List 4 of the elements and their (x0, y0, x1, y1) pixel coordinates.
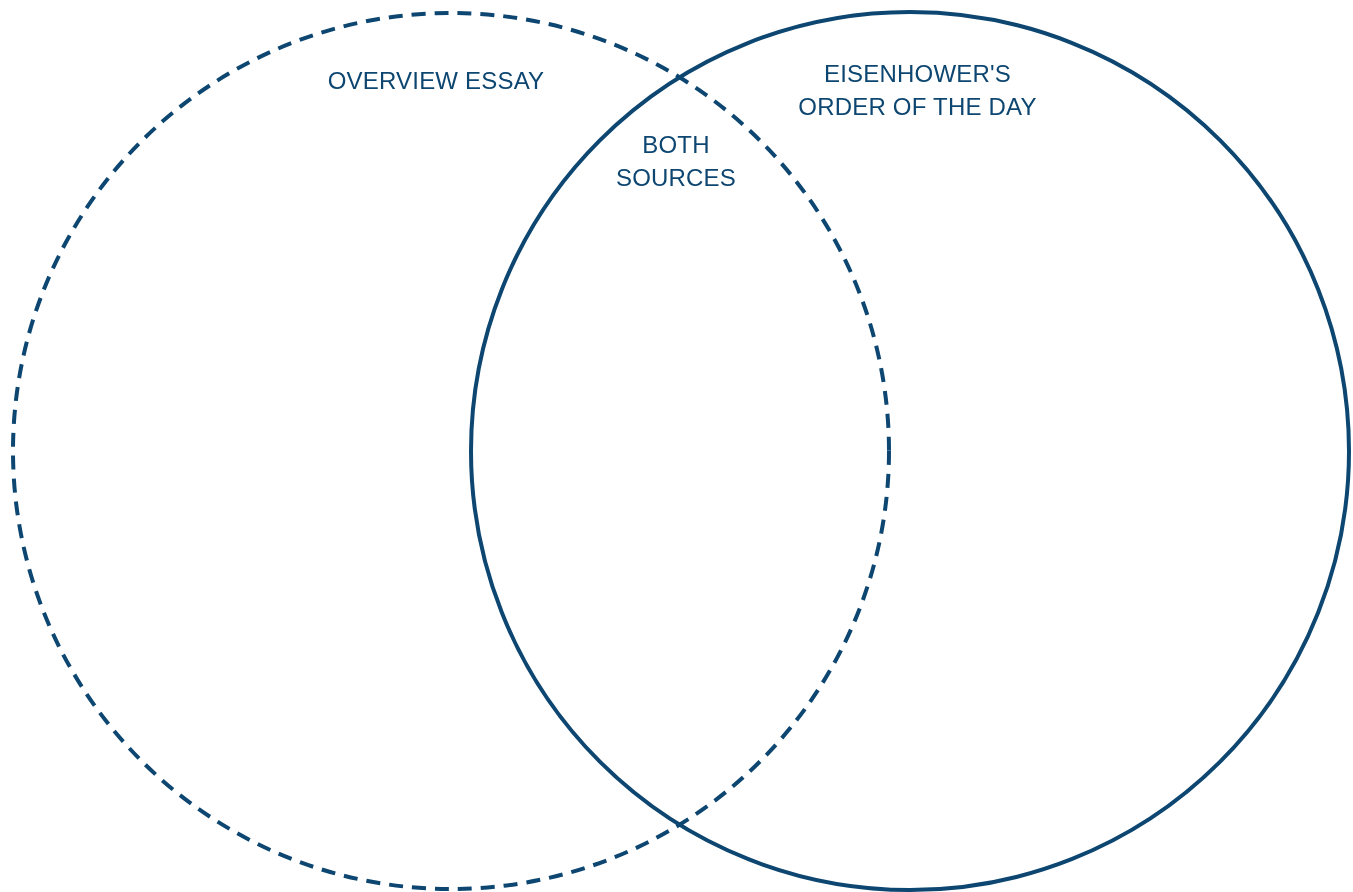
overlap-label: BOTH SOURCES (614, 130, 738, 193)
circle-label: OVERVIEW ESSAY (326, 66, 546, 96)
solid-circle (469, 10, 1351, 892)
circle-label: EISENHOWER'S ORDER OF THE DAY (797, 59, 1038, 122)
